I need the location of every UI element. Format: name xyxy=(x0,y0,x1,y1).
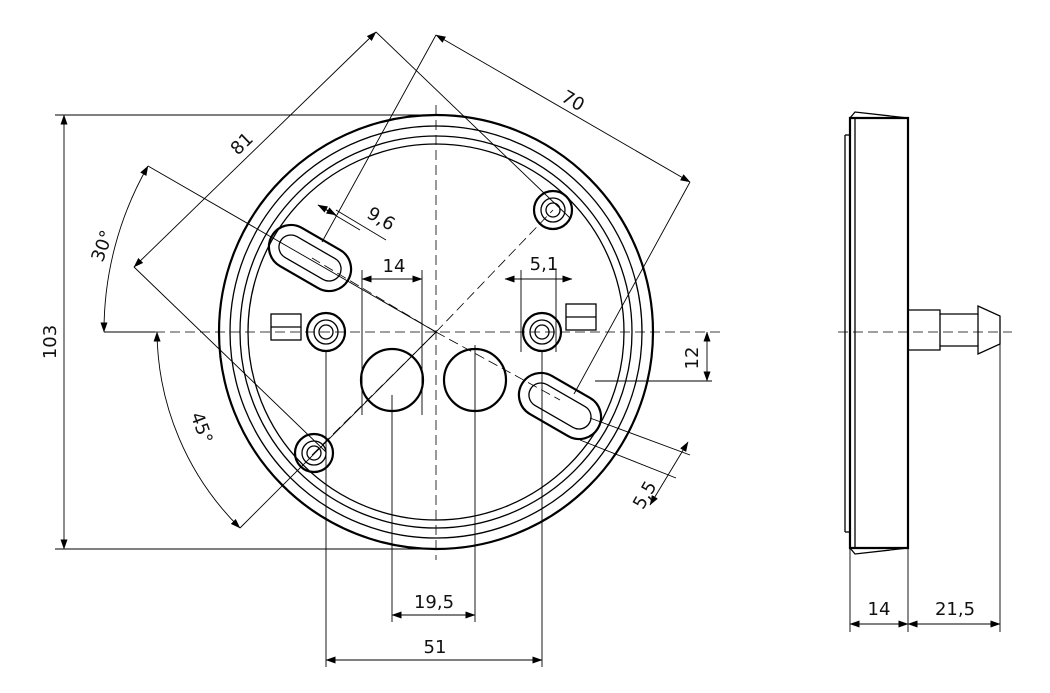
label-9-6: 9,6 xyxy=(363,203,398,236)
label-14-front: 14 xyxy=(383,256,406,277)
dim-5-5-line xyxy=(649,441,689,506)
clip-right xyxy=(565,303,597,331)
label-81: 81 xyxy=(227,129,258,160)
dim-70-line xyxy=(435,34,691,183)
label-19-5: 19,5 xyxy=(414,592,454,613)
hole-upper-right xyxy=(532,189,574,231)
label-21-5: 21,5 xyxy=(935,599,975,620)
dim-9-6-line xyxy=(317,204,337,216)
label-5-5: 5,5 xyxy=(629,478,662,513)
side-dimensions: 14 21,5 xyxy=(849,344,1001,632)
angle-45-arc xyxy=(153,331,241,529)
clip-left xyxy=(270,313,302,341)
label-103: 103 xyxy=(40,325,61,359)
side-body xyxy=(848,116,910,550)
label-30-deg: 30° xyxy=(88,228,119,265)
label-70: 70 xyxy=(558,86,588,116)
hose-nipple xyxy=(908,304,1001,356)
hole-left xyxy=(305,311,347,353)
label-51: 51 xyxy=(424,637,447,658)
side-view xyxy=(838,111,1012,555)
dimension-lines xyxy=(55,31,712,667)
label-5-1: 5,1 xyxy=(530,254,559,275)
label-12: 12 xyxy=(682,347,703,370)
dim-81-line xyxy=(133,31,377,268)
angle-30-arc xyxy=(100,165,149,333)
slot-lower-right xyxy=(517,371,603,441)
hole-right xyxy=(521,311,563,353)
label-14-side: 14 xyxy=(868,599,891,620)
slot-upper-left xyxy=(267,223,353,293)
diagonal-center-line-30-lower xyxy=(435,331,561,401)
diagonal-center-line-45-upper xyxy=(435,209,554,333)
label-45-deg: 45° xyxy=(186,410,217,447)
dimension-labels: 103 81 70 9,6 14 5,1 12 5,5 19,5 51 30° … xyxy=(40,86,703,658)
